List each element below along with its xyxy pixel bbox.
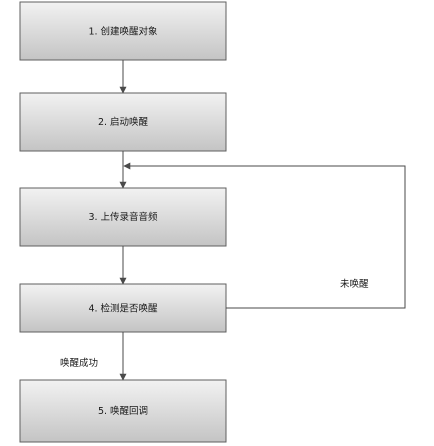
node-upload-audio: 3. 上传录音音频 <box>19 187 227 247</box>
node-label: 3. 上传录音音频 <box>88 211 158 223</box>
node-start-wakeup: 2. 启动唤醒 <box>19 92 227 152</box>
node-wakeup-callback: 5. 唤醒回调 <box>19 379 227 443</box>
arrow-loop-not-woken <box>123 162 406 309</box>
edge-label-not-woken: 未唤醒 <box>340 278 369 290</box>
node-label: 5. 唤醒回调 <box>98 405 148 417</box>
node-label: 2. 启动唤醒 <box>98 116 149 128</box>
node-detect-wakeup: 4. 检测是否唤醒 <box>19 283 227 333</box>
node-label: 4. 检测是否唤醒 <box>88 303 158 315</box>
node-label: 1. 创建唤醒对象 <box>88 26 158 38</box>
edge-label-woken: 唤醒成功 <box>60 357 98 369</box>
node-create-wakeup-object: 1. 创建唤醒对象 <box>19 1 227 61</box>
